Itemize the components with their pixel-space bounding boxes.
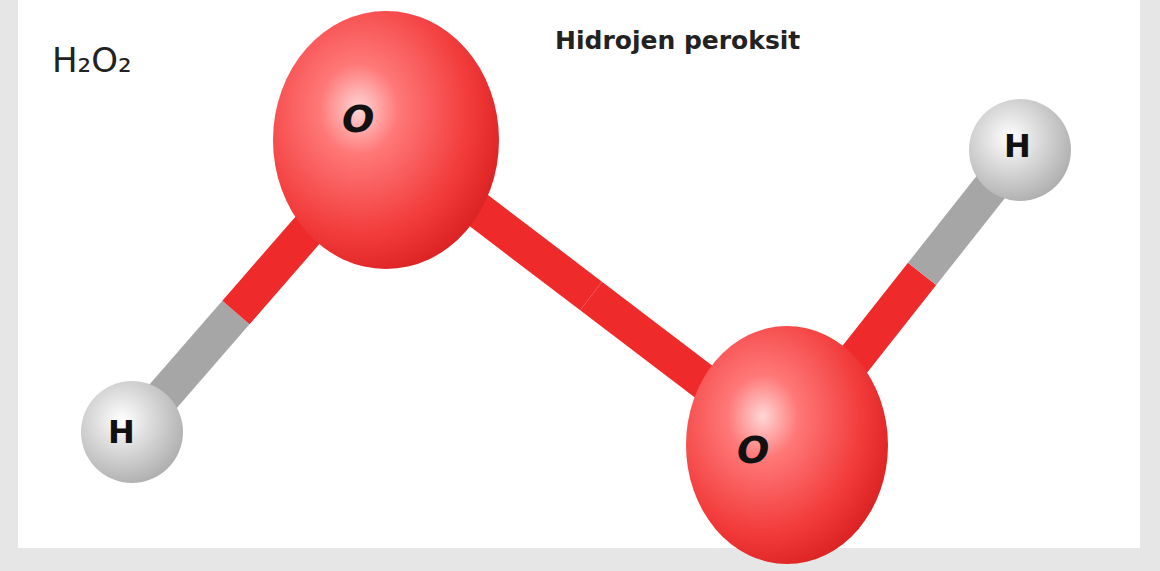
- atom-symbol: H: [108, 416, 135, 448]
- atom-symbol: O: [737, 431, 769, 469]
- oxygen-atom: O: [685, 325, 889, 565]
- chemical-bond: [153, 217, 319, 408]
- formula-label: H₂O₂: [52, 40, 132, 80]
- atom-sphere: [272, 10, 500, 270]
- atom-symbol: O: [342, 100, 374, 138]
- hydrogen-atom: H: [80, 380, 184, 484]
- atom-symbol: H: [1004, 130, 1031, 162]
- bond-segment: [591, 296, 717, 392]
- atom-sphere: [685, 325, 889, 565]
- chemical-bond: [465, 200, 717, 392]
- oxygen-atom: O: [272, 10, 500, 270]
- chemical-bond: [844, 175, 1000, 373]
- title-text: Hidrojen peroksit: [555, 26, 800, 55]
- bond-segment: [465, 200, 591, 296]
- hydrogen-atom: H: [968, 98, 1072, 202]
